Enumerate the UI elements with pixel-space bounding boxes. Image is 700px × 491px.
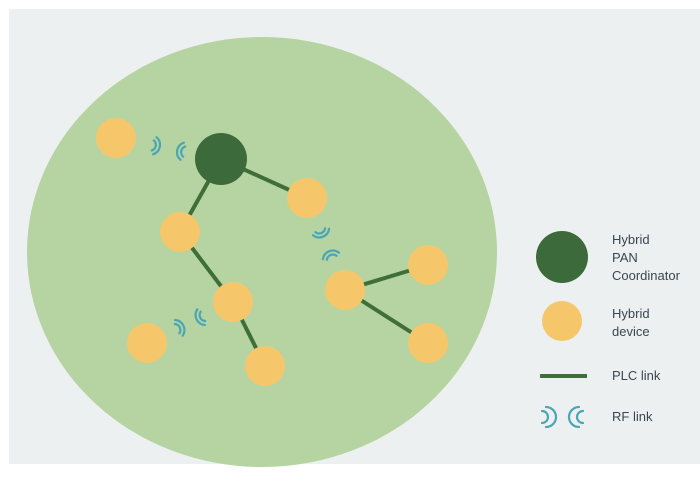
rf-link-d2-d7-wave-b [321, 249, 341, 261]
rf-link-d2-d7-wave-a [311, 227, 331, 239]
legend-plc-label: PLC link [612, 368, 661, 383]
rf-link-d1-coord-wave-a [150, 136, 162, 156]
rf-link-d5-d4-wave-a [173, 318, 186, 337]
hybrid-device-node-d2 [287, 178, 327, 218]
legend: Hybrid PAN Coordinator Hybrid device PLC… [536, 231, 681, 429]
legend-rf-label: RF link [612, 409, 653, 424]
hybrid-device-node-d6 [245, 346, 285, 386]
hybrid-device-node-d7 [325, 270, 365, 310]
legend-rf-icon [540, 405, 585, 429]
nodes-layer [96, 118, 448, 386]
rf-link-d1-coord-wave-b [175, 141, 187, 161]
legend-device-icon [542, 301, 582, 341]
legend-coordinator-icon [536, 231, 588, 283]
legend-coordinator-label: Hybrid PAN Coordinator [612, 232, 681, 283]
legend-device-label: Hybrid device [612, 306, 653, 339]
hybrid-device-node-d3 [160, 212, 200, 252]
hybrid-device-node-d4 [213, 282, 253, 322]
pan-coordinator-node [195, 133, 247, 185]
rf-links-layer [150, 136, 341, 337]
hybrid-device-node-d1 [96, 118, 136, 158]
hybrid-device-node-d8 [408, 245, 448, 285]
hybrid-device-node-d5 [127, 323, 167, 363]
hybrid-device-node-d9 [408, 323, 448, 363]
rf-link-d5-d4-wave-b [194, 308, 207, 327]
